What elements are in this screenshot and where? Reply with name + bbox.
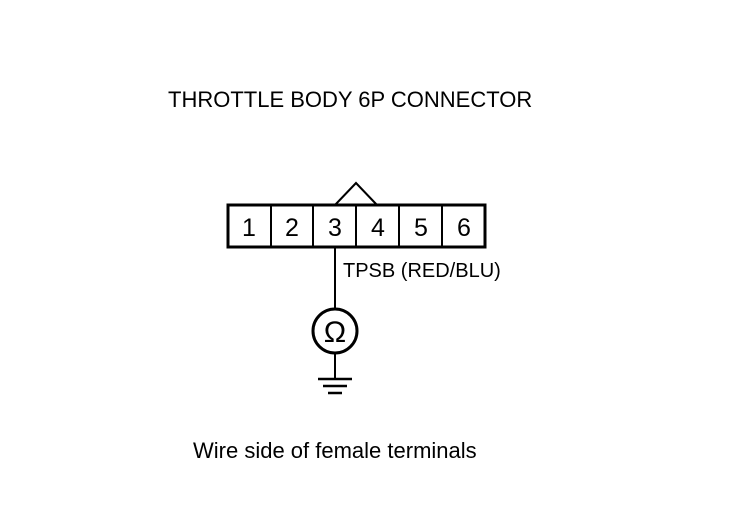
pin-5-label: 5 [414,214,428,242]
pin-4-label: 4 [371,214,385,242]
diagram-caption: Wire side of female terminals [193,438,477,463]
wire-label: TPSB (RED/BLU) [343,260,501,282]
pin-dividers [270,205,443,247]
pin-2-label: 2 [285,214,299,242]
pin-labels: 1 2 3 4 5 6 [242,214,471,242]
diagram-title: THROTTLE BODY 6P CONNECTOR [168,87,532,112]
pin-3-label: 3 [328,214,342,242]
ground-icon [318,377,352,395]
pin-1-label: 1 [242,214,256,242]
connector-lock-tab [334,181,378,206]
ohm-icon: Ω [324,316,346,349]
pin-6-label: 6 [457,214,471,242]
